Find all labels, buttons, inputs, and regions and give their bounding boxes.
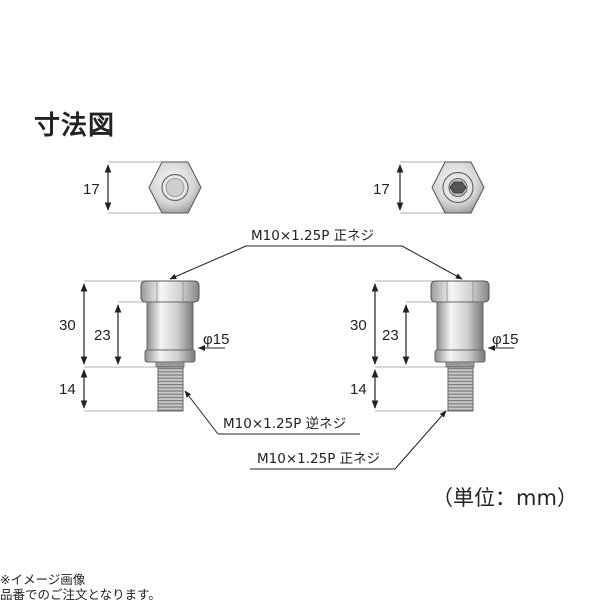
shaft-body bbox=[436, 301, 484, 351]
top-right-height-label: 17 bbox=[373, 181, 390, 198]
right-thread-length-label: 14 bbox=[350, 381, 367, 398]
left-thread-callout: M10×1.25P 逆ネジ bbox=[222, 416, 348, 432]
right-thread-callout-leader bbox=[250, 410, 447, 470]
top-left-height-label: 17 bbox=[83, 181, 100, 198]
neck bbox=[445, 361, 475, 368]
flange-collar bbox=[434, 349, 486, 363]
footnote-order-note: 品番でのご注文となります。 bbox=[0, 587, 161, 600]
hex-head bbox=[140, 280, 200, 303]
left-body-length-label: 23 bbox=[94, 327, 111, 344]
hex-socket-icon bbox=[449, 181, 467, 194]
bolt-left bbox=[80, 280, 225, 412]
flange-collar bbox=[144, 349, 196, 363]
page-title: 寸法図 bbox=[34, 111, 116, 141]
leader-to-left-thread bbox=[184, 390, 219, 435]
diameter-arrow-head bbox=[488, 345, 495, 351]
right-body-length-label: 23 bbox=[382, 327, 399, 344]
left-total-length-label: 30 bbox=[59, 317, 76, 334]
shaft-body bbox=[146, 301, 194, 351]
unit-note: （単位：mm） bbox=[432, 486, 578, 510]
diameter-arrow-head bbox=[198, 345, 205, 351]
leader-to-left-head bbox=[169, 245, 247, 280]
left-thread-length-label: 14 bbox=[59, 381, 76, 398]
footnote-image-note: ※イメージ画像 bbox=[0, 572, 86, 587]
bolt-right bbox=[371, 280, 514, 412]
right-thread-callout: M10×1.25P 正ネジ bbox=[256, 451, 382, 467]
top-thread-callout: M10×1.25P 正ネジ bbox=[250, 228, 376, 244]
top-view-right bbox=[396, 161, 485, 214]
leader-to-right-thread bbox=[394, 410, 447, 470]
right-diameter-label: φ15 bbox=[492, 331, 519, 348]
leader-to-right-head bbox=[401, 245, 463, 280]
thread bbox=[157, 366, 184, 412]
left-thread-callout-leader bbox=[184, 390, 360, 435]
left-diameter-label: φ15 bbox=[203, 331, 230, 348]
neck bbox=[155, 361, 185, 368]
top-callout-leader bbox=[169, 245, 463, 280]
inner-face bbox=[165, 178, 185, 197]
thread bbox=[447, 366, 474, 412]
right-total-length-label: 30 bbox=[350, 317, 367, 334]
top-view-left bbox=[104, 161, 202, 214]
hex-head bbox=[430, 280, 490, 303]
